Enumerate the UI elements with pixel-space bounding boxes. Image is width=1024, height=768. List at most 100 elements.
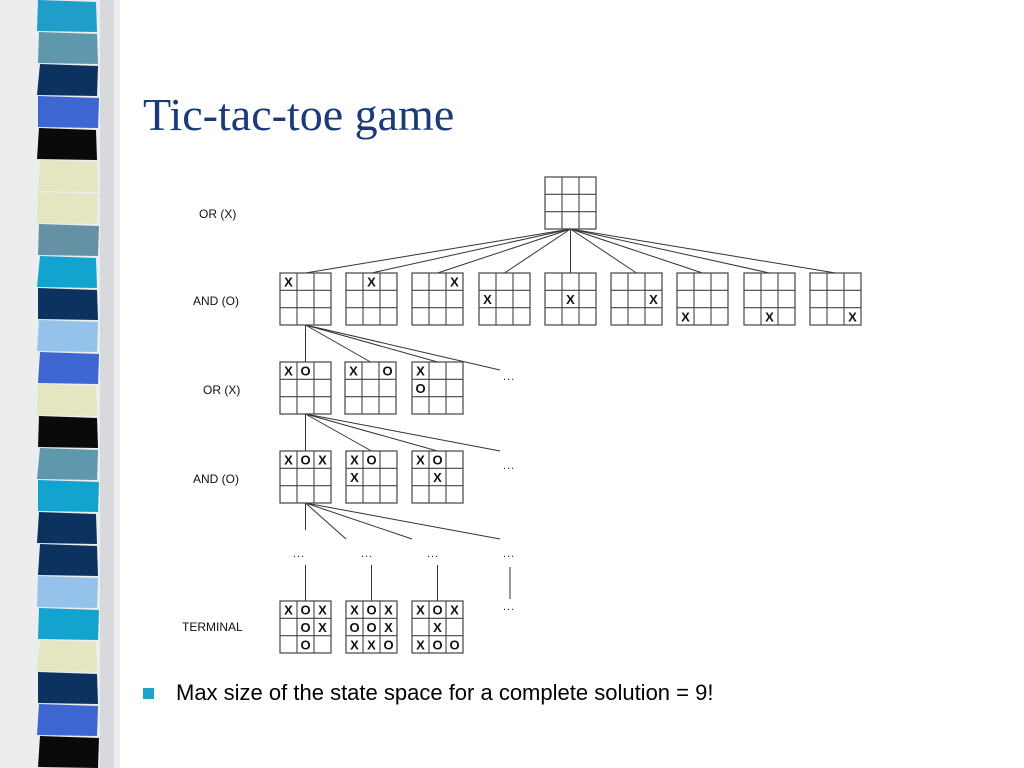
decorative-stripe-bar bbox=[0, 0, 120, 768]
and-level-board: X bbox=[676, 272, 729, 326]
x-mark: X bbox=[318, 603, 327, 618]
tree-edge bbox=[570, 228, 637, 274]
tree-edge bbox=[305, 324, 371, 363]
stripe-segment bbox=[37, 704, 98, 736]
o-mark: O bbox=[366, 603, 376, 618]
x-mark: X bbox=[284, 275, 293, 290]
x-mark: X bbox=[416, 453, 425, 468]
stripe-segment bbox=[38, 480, 99, 512]
level-label: TERMINAL bbox=[182, 620, 243, 634]
x-mark: X bbox=[318, 453, 327, 468]
stripe-segment bbox=[38, 608, 99, 640]
stripe-segment bbox=[37, 576, 98, 608]
tree-edge bbox=[570, 228, 836, 274]
x-mark: X bbox=[681, 309, 690, 324]
x-mark: X bbox=[649, 292, 658, 307]
stripe-segment bbox=[38, 352, 99, 384]
x-mark: X bbox=[416, 637, 425, 652]
o-mark: O bbox=[432, 453, 442, 468]
stripe-segment bbox=[37, 256, 97, 288]
slide-title: Tic-tac-toe game bbox=[143, 89, 455, 140]
o-mark: O bbox=[349, 620, 359, 635]
board-frame bbox=[544, 272, 597, 326]
o-mark: O bbox=[300, 603, 310, 618]
o-mark: O bbox=[432, 637, 442, 652]
level-label: AND (O) bbox=[193, 294, 239, 308]
board-frame bbox=[345, 272, 398, 326]
board-frame bbox=[411, 450, 464, 504]
and-level-board: X bbox=[809, 272, 862, 326]
ellipsis-label: ... bbox=[361, 548, 373, 560]
o-mark: O bbox=[366, 453, 376, 468]
stripe-segment bbox=[37, 640, 97, 672]
stripe-segment bbox=[38, 736, 99, 768]
tree-edge bbox=[305, 502, 413, 540]
and-level-board: X bbox=[610, 272, 663, 326]
o-mark: O bbox=[300, 364, 310, 379]
x-mark: X bbox=[349, 364, 358, 379]
level-label: AND (O) bbox=[193, 472, 239, 486]
x-mark: X bbox=[318, 620, 327, 635]
tree-edge bbox=[570, 228, 703, 274]
x-mark: X bbox=[367, 275, 376, 290]
x-mark: X bbox=[433, 620, 442, 635]
ellipsis-label: ... bbox=[503, 548, 515, 560]
stripe-segment bbox=[37, 448, 98, 480]
stripe-segment bbox=[38, 672, 98, 704]
tree-edge bbox=[305, 502, 501, 540]
tree-edge bbox=[305, 413, 438, 452]
board-frame bbox=[743, 272, 796, 326]
board-frame bbox=[411, 600, 464, 654]
root-board bbox=[544, 176, 597, 230]
tree-edge bbox=[504, 228, 571, 274]
x-mark: X bbox=[483, 292, 492, 307]
connector-lines bbox=[305, 228, 836, 601]
x-mark: X bbox=[367, 637, 376, 652]
stripe-segment bbox=[38, 160, 98, 192]
x-mark: X bbox=[848, 309, 857, 324]
o-mark: O bbox=[415, 381, 425, 396]
tree-edge bbox=[305, 228, 571, 274]
stripe-segment bbox=[37, 0, 97, 32]
and-level-board: X bbox=[411, 272, 464, 326]
level-label: OR (X) bbox=[199, 207, 236, 221]
x-mark: X bbox=[416, 364, 425, 379]
board-frame bbox=[544, 176, 597, 230]
o-mark: O bbox=[383, 637, 393, 652]
x-mark: X bbox=[433, 470, 442, 485]
o-mark: O bbox=[300, 637, 310, 652]
tree-edge bbox=[305, 324, 501, 371]
ellipsis-label: ... bbox=[503, 371, 515, 383]
stripe-segment bbox=[38, 96, 99, 128]
x-mark: X bbox=[765, 309, 774, 324]
board-frame bbox=[411, 361, 464, 415]
stripe-segment bbox=[37, 192, 98, 224]
x-mark: X bbox=[284, 453, 293, 468]
and-level-board: X bbox=[345, 272, 398, 326]
x-mark: X bbox=[384, 620, 393, 635]
stripe-segment bbox=[38, 32, 98, 64]
tree-edge bbox=[305, 413, 501, 452]
board-frame bbox=[345, 450, 398, 504]
tree-edge bbox=[305, 502, 347, 540]
level-label: OR (X) bbox=[203, 383, 240, 397]
board-frame bbox=[279, 600, 332, 654]
and-level-board: X bbox=[279, 272, 332, 326]
board-frame bbox=[411, 272, 464, 326]
stripe-segment bbox=[37, 512, 97, 544]
board-frame bbox=[478, 272, 531, 326]
tree-edge bbox=[305, 324, 438, 363]
o-mark: O bbox=[366, 620, 376, 635]
board-frame bbox=[279, 272, 332, 326]
stripe-segment bbox=[37, 320, 98, 352]
bullet-item: Max size of the state space for a comple… bbox=[143, 680, 713, 706]
stripe-segment bbox=[37, 128, 97, 160]
